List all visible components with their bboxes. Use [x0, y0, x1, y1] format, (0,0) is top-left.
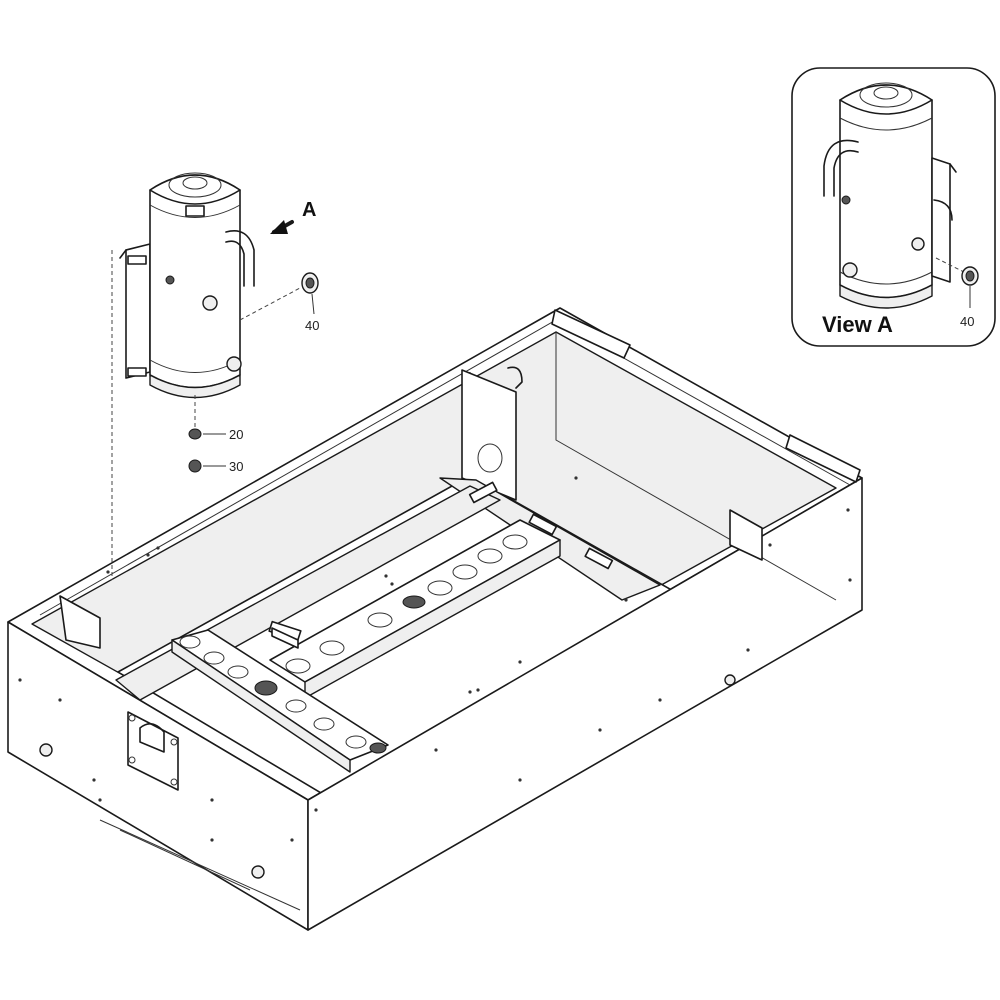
vessel-assembly [111, 172, 301, 580]
front-hole-left [39, 743, 53, 757]
view-marker-arrow [270, 220, 294, 234]
callout-30: 30 [229, 459, 243, 474]
rear-hinge-right [785, 434, 861, 483]
beam-front-holes [179, 635, 387, 754]
part-30-seal [188, 459, 226, 473]
part-20-seal [188, 428, 226, 440]
rivet-dots [18, 476, 852, 842]
right-rear-bracket [729, 509, 763, 561]
side-hole [724, 674, 736, 686]
left-bracket [59, 595, 101, 649]
view-marker-label: A [302, 199, 316, 221]
vessel-port-middle [202, 295, 218, 311]
vessel-side-pipe [225, 230, 255, 287]
vessel-top-cap [149, 174, 241, 205]
vessel-bottom-ring [149, 374, 241, 399]
part-40-fitting [301, 272, 319, 315]
vessel-body [149, 189, 241, 389]
frame-front-right-face [307, 477, 863, 931]
beam-center-holes [285, 534, 528, 674]
callout-20: 20 [229, 427, 243, 442]
front-hole-mid [251, 865, 265, 879]
rear-bracket [461, 369, 517, 501]
vessel-bolt [165, 275, 175, 285]
inset-mount-bracket [931, 157, 951, 283]
vessel-port-bottom [226, 356, 242, 372]
inset-view-a [791, 67, 996, 347]
base-frame [7, 307, 863, 931]
rear-hinge-left [551, 309, 631, 359]
inset-callout-40: 40 [960, 314, 974, 329]
inset-title: View A [822, 312, 893, 337]
callout-40: 40 [305, 318, 319, 333]
inset-side-pipe [823, 139, 859, 197]
frame-bottom-lip [99, 819, 301, 911]
